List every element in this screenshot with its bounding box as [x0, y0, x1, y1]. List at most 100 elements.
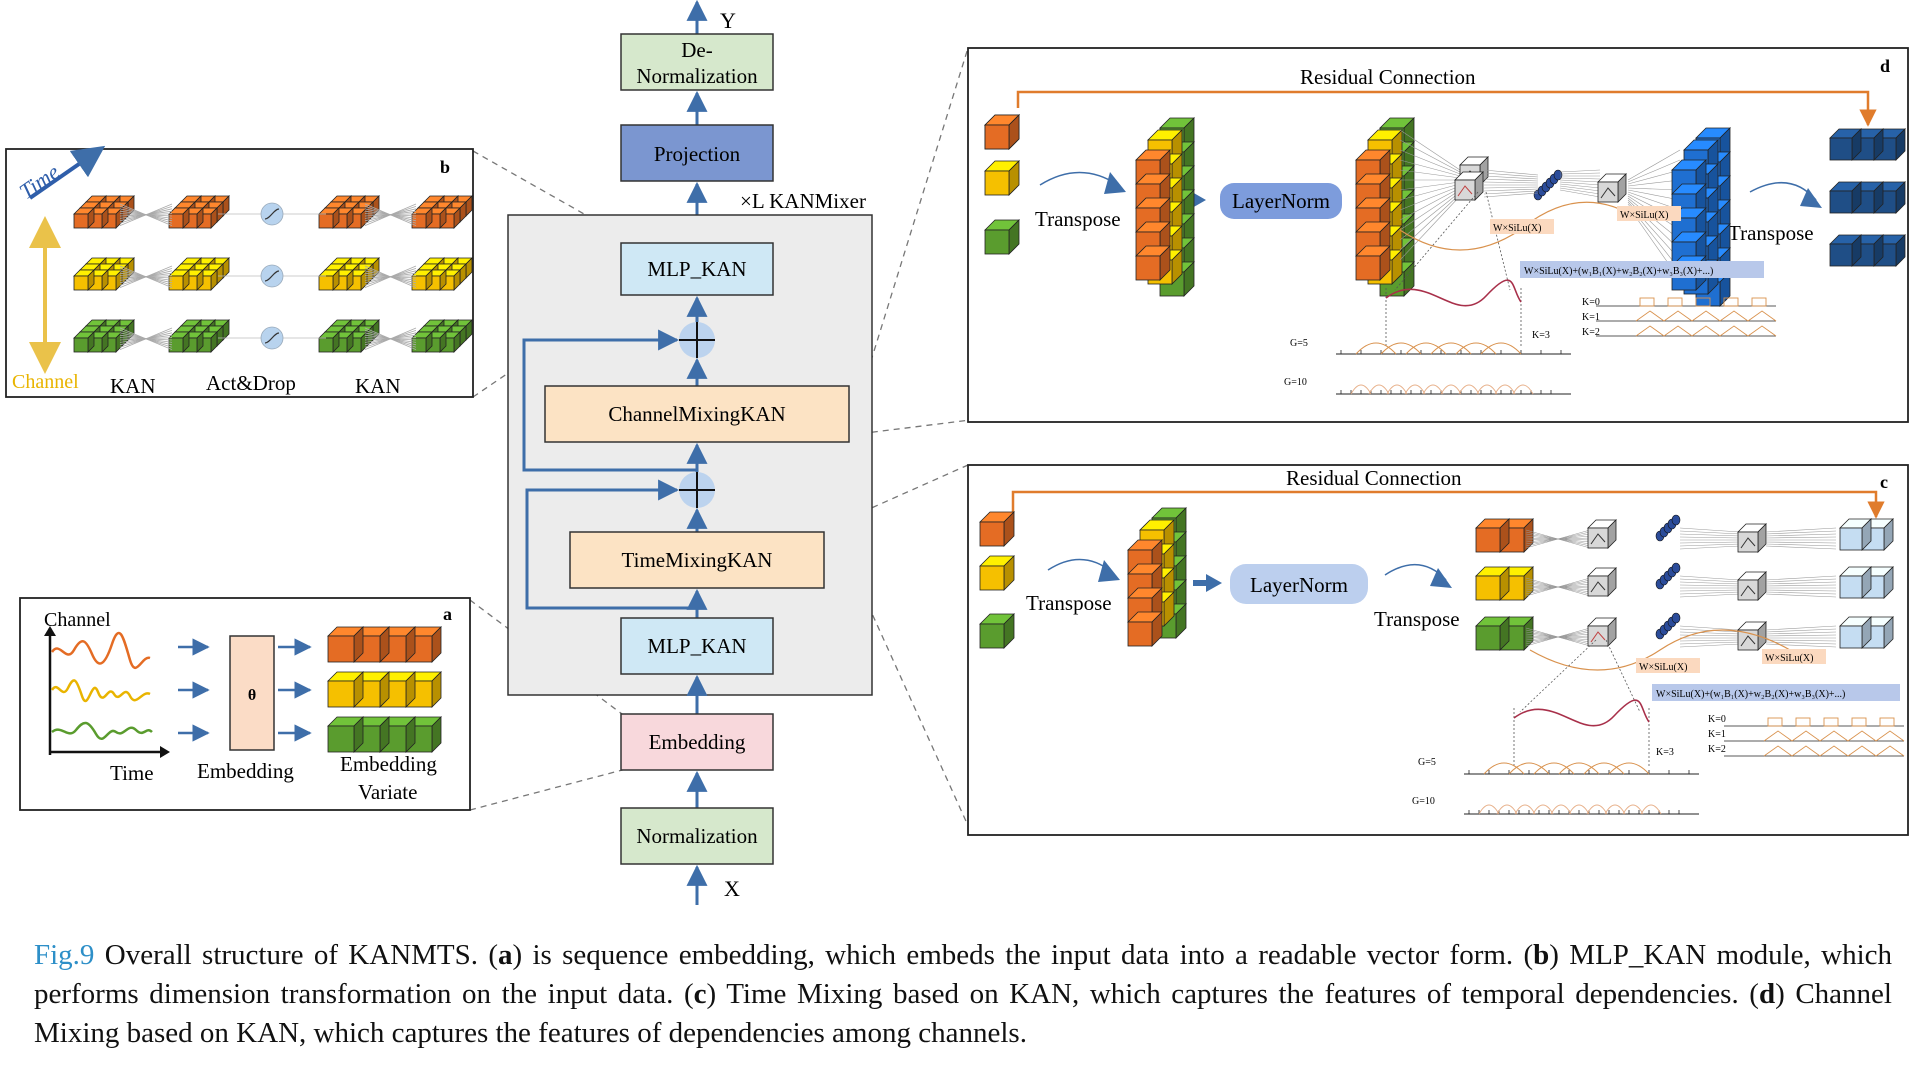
basis-function — [1476, 384, 1498, 395]
kan-connection — [1399, 193, 1461, 251]
order-basis — [1767, 717, 1783, 727]
basis-function — [1483, 762, 1525, 775]
panel-a-embedding-variate-1: Embedding — [340, 752, 437, 776]
kan-connection — [1627, 159, 1681, 183]
kan-connection — [1679, 591, 1741, 595]
kan-connection — [1765, 625, 1837, 631]
panel-c-formula: W×SiLu(X)+(w₁B₁(X)+w₂B₂(X)+w₃B₃(X)+...) — [1656, 689, 1845, 700]
basis-function — [1586, 804, 1608, 815]
diagram-canvas: Y De- Normalization Projection ×L KANMix… — [5, 0, 1909, 905]
kan-block — [73, 269, 95, 291]
embedding-label: Embedding — [649, 730, 746, 754]
activation-curve — [264, 332, 280, 344]
kan-connection — [1525, 577, 1591, 597]
kan-connection — [1765, 527, 1837, 533]
order-basis — [1695, 297, 1711, 307]
basis-function — [1622, 804, 1644, 815]
basis-function — [1533, 762, 1575, 775]
panel-b-mlp-kan: b Time Channel KAN Act&Drop KAN — [5, 145, 474, 398]
kan-block — [168, 207, 190, 229]
kan-connection — [1679, 641, 1741, 645]
basis-function — [1430, 342, 1472, 355]
input-channel-block — [979, 511, 1015, 547]
panel-d-layernorm-box — [1220, 183, 1342, 219]
figure-caption: Fig.9 Overall structure of KANMTS. (a) i… — [34, 936, 1892, 1053]
panel-c-g10: G=10 — [1412, 796, 1435, 807]
kan-block — [318, 207, 340, 229]
basis-function — [1532, 804, 1554, 815]
kan-connection — [1399, 159, 1461, 177]
kan-connection — [1765, 643, 1837, 648]
kan-connection — [1765, 541, 1837, 544]
panel-d-tag: d — [1880, 56, 1890, 76]
kan-connection — [1627, 179, 1681, 187]
panel-c-time-mixing: c Residual Connection Transpose LayerNor… — [967, 464, 1909, 836]
theta-label: θ — [248, 687, 256, 704]
kan-connection — [1765, 581, 1837, 585]
kan-connection — [1765, 530, 1837, 535]
order-basis — [1747, 310, 1777, 322]
panel-c-residual-label: Residual Connection — [1286, 466, 1462, 490]
input-x-label: X — [724, 876, 740, 901]
caption-text-5: ) Channel Mixing based on KAN, which cap… — [34, 978, 1892, 1049]
kan-block — [318, 269, 340, 291]
kanmixer-label: ×L KANMixer — [740, 189, 866, 213]
basis-function — [1355, 342, 1397, 355]
kan-connection — [1765, 533, 1837, 537]
kan-connection — [1483, 172, 1539, 178]
input-channel-block — [984, 160, 1020, 196]
basis-function — [1455, 342, 1497, 355]
panel-c-transpose-left: Transpose — [1026, 591, 1112, 615]
kan-connection — [1559, 183, 1601, 189]
kan-connection — [1559, 187, 1601, 195]
panel-b-kan-right: KAN — [355, 374, 401, 398]
time-block — [1475, 566, 1510, 601]
panel-b-tag: b — [440, 157, 450, 177]
kan-node — [1737, 571, 1767, 601]
kan-node-curve — [1590, 631, 1606, 643]
order-basis — [1795, 717, 1811, 727]
panel-c-wsilu-2: W×SiLu(X) — [1765, 653, 1813, 664]
denormalization-box — [620, 33, 774, 91]
spline-curve — [1385, 279, 1522, 307]
kan-block — [73, 207, 95, 229]
kan-node — [1587, 567, 1617, 597]
kan-connection — [1765, 639, 1837, 642]
basis-function — [1640, 804, 1662, 815]
panel-d-transpose-right: Transpose — [1728, 221, 1814, 245]
kan-connection — [1525, 627, 1591, 647]
panel-c-tag: c — [1880, 472, 1888, 492]
kan-connection — [1483, 188, 1539, 192]
basis-function — [1494, 384, 1516, 395]
projection-box — [620, 124, 774, 182]
kan-connection — [1679, 530, 1741, 535]
output-time-block — [1839, 616, 1872, 649]
channel-series-orange — [50, 631, 151, 669]
basis-function — [1558, 762, 1600, 775]
output-channel-block — [1829, 234, 1862, 267]
order-basis — [1791, 730, 1821, 742]
basis-function — [1478, 804, 1500, 815]
kan-connection — [1559, 179, 1601, 183]
kan-connection — [364, 265, 417, 288]
kan-connection — [1679, 631, 1741, 635]
order-basis — [1723, 297, 1739, 307]
output-time-block — [1839, 518, 1872, 551]
panel-c-k0: K=0 — [1708, 714, 1726, 725]
order-basis — [1819, 745, 1849, 757]
theta-box — [229, 635, 275, 751]
embedding-variate-block — [327, 626, 364, 663]
order-basis — [1847, 730, 1877, 742]
panel-b-kan-left: KAN — [110, 374, 156, 398]
panel-d-k2: K=2 — [1582, 327, 1600, 338]
panel-c-k2: K=2 — [1708, 744, 1726, 755]
basis-function — [1480, 342, 1522, 355]
kan-connection — [1765, 641, 1837, 645]
kan-node-curve — [1590, 581, 1606, 593]
kan-connection — [1679, 541, 1741, 544]
order-basis — [1691, 325, 1721, 337]
kan-node — [1454, 171, 1484, 201]
caption-text-2: ) is sequence embedding, which embeds th… — [512, 939, 1534, 971]
kan-connection — [1399, 187, 1461, 221]
time-mixing-label: TimeMixingKAN — [622, 548, 773, 572]
